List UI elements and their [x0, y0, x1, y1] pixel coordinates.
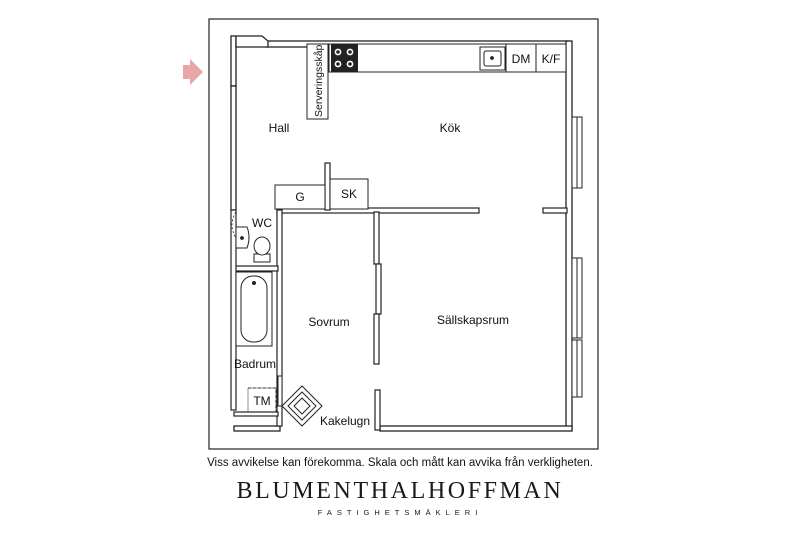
- room-badrum: Badrum: [234, 357, 276, 371]
- bathtub-icon: [235, 271, 273, 347]
- bedroom-door: [277, 375, 283, 407]
- serveringsskap-label: Serveringsskåp: [313, 44, 325, 117]
- room-hall: Hall: [269, 121, 290, 135]
- tm-box: [247, 387, 277, 413]
- g-closet: [274, 184, 326, 210]
- kf-label: K/F: [542, 52, 561, 66]
- tiled-stove-icon: [281, 385, 323, 427]
- tm-label: TM: [253, 394, 270, 408]
- room-sallskapsrum: Sällskapsrum: [437, 313, 509, 327]
- windows: [571, 116, 583, 398]
- toilet-icon: [253, 236, 271, 263]
- sk-label: SK: [341, 187, 357, 201]
- brand-tagline: FASTIGHETSMÄKLERI: [317, 508, 483, 517]
- room-kok: Kök: [440, 121, 462, 135]
- dm-label: DM: [512, 52, 531, 66]
- kf-box: [535, 43, 567, 73]
- room-kakelugn: Kakelugn: [320, 414, 370, 428]
- room-sovrum: Sovrum: [308, 315, 349, 329]
- brand-logo-text: BLUMENTHALHOFFMAN: [236, 478, 564, 504]
- wc-door: [231, 211, 237, 239]
- plan-border: [208, 18, 599, 450]
- sk-closet: [329, 178, 369, 210]
- g-label: G: [295, 190, 304, 204]
- sink-icon: [235, 226, 250, 249]
- serveringsskap-cabinet: [306, 43, 329, 120]
- sink-icon: [479, 46, 506, 71]
- room-wc: WC: [252, 216, 272, 230]
- entrance-arrow-icon: [183, 59, 203, 85]
- disclaimer-text: Viss avvikelse kan förekomma. Skala och …: [207, 457, 593, 469]
- floor-plan: Serveringsskåp DM K/F G SK: [183, 18, 599, 450]
- stove-icon: [331, 44, 358, 72]
- dm-box: [505, 43, 537, 73]
